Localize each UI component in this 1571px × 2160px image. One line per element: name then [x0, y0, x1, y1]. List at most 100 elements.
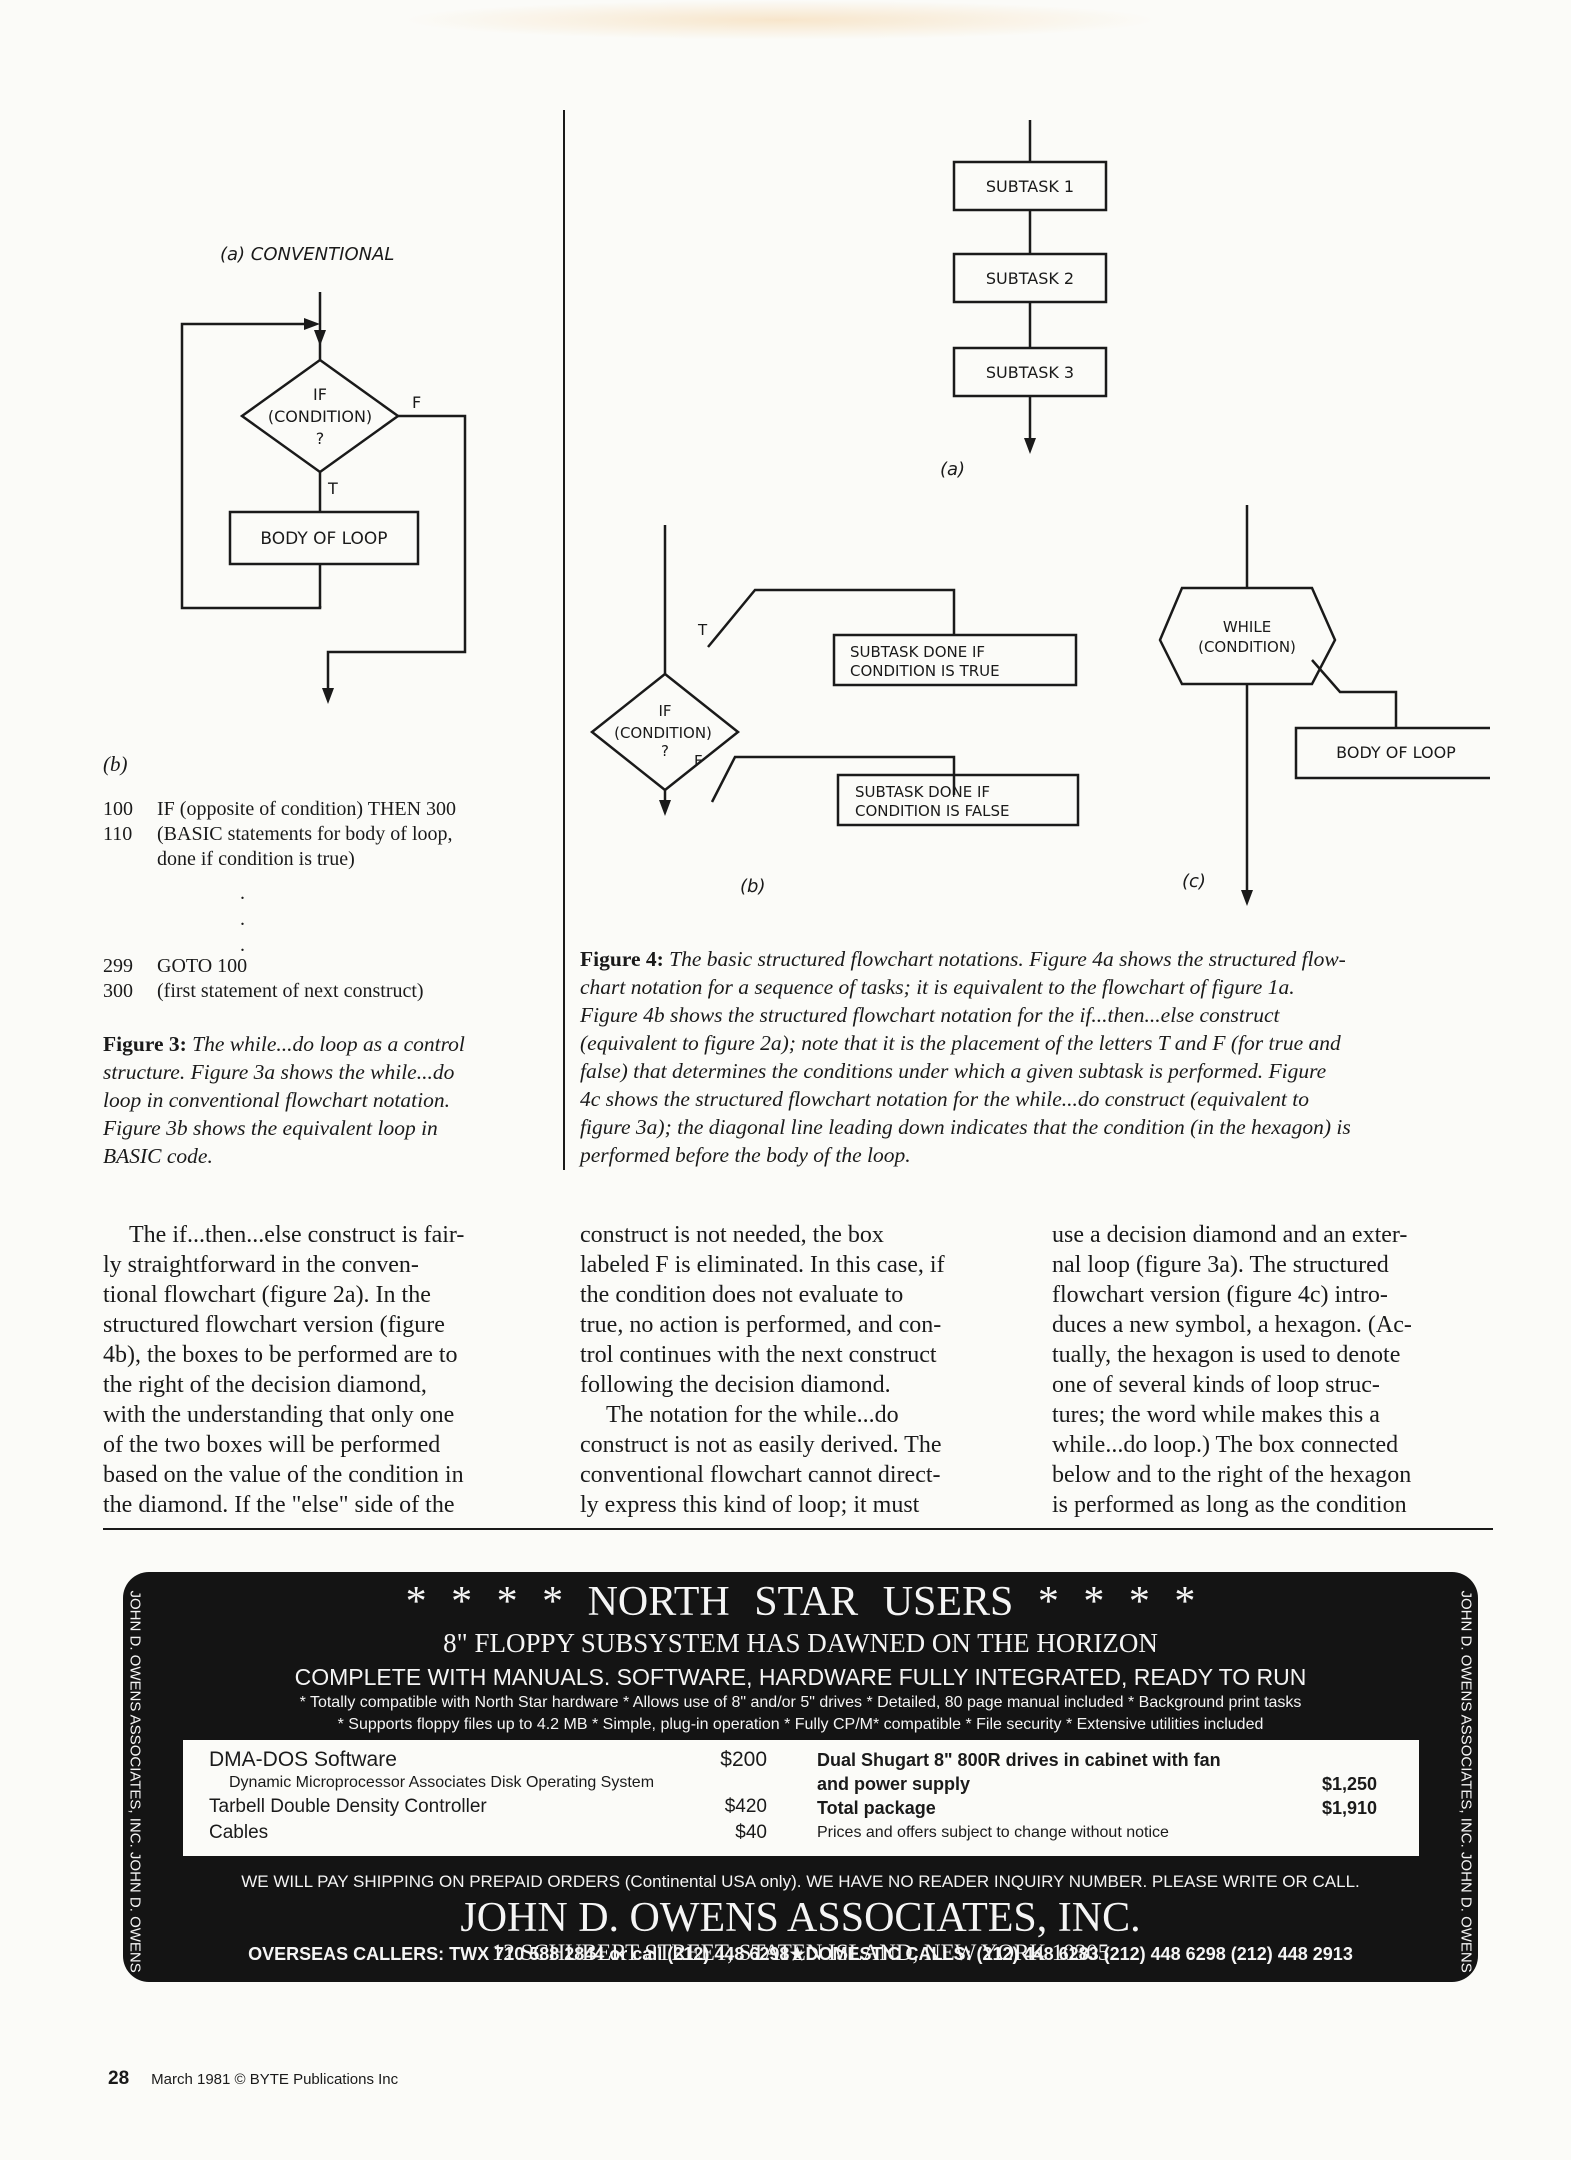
- fig4-if: IF: [658, 702, 671, 720]
- fig4-while-hexagon: [1158, 586, 1337, 686]
- price-row: DMA-DOS Software $200: [209, 1748, 767, 1772]
- caption-line: chart notation for a sequence of tasks; …: [580, 975, 1295, 999]
- caption-line: 4c shows the structured flowchart notati…: [580, 1087, 1309, 1111]
- fig4-c-label: (c): [1182, 871, 1206, 892]
- body-line: structured flowchart version (figure: [103, 1312, 445, 1338]
- body-line: based on the value of the condition in: [103, 1462, 464, 1488]
- body-line: flowchart version (figure 4c) intro-: [1052, 1282, 1388, 1308]
- fig3-body-box: [228, 510, 420, 566]
- body-line: The notation for the while...do: [606, 1402, 899, 1428]
- fig3-caption: Figure 3: The while...do loop as a contr…: [103, 1030, 553, 1170]
- body-line: is performed as long as the condition: [1052, 1492, 1407, 1518]
- fig4-done-true-1: SUBTASK DONE IF: [850, 643, 985, 661]
- body-column-3: use a decision diamond and an exter- nal…: [1052, 1220, 1492, 1520]
- price-value: $1,910: [1321, 1798, 1377, 1818]
- fig4-condition: (CONDITION): [614, 724, 712, 742]
- ad-address: 12 SCHUBERT STREET, STATEN ISLAND, NEW Y…: [491, 1940, 1110, 1965]
- price-row: Tarbell Double Density Controller $420: [209, 1796, 767, 1818]
- ad-phones-line: OVERSEAS CALLERS: TWX 710 588 2844 or ca…: [123, 1944, 1478, 1965]
- caption-line: figure 3a); the diagonal line leading do…: [580, 1115, 1351, 1139]
- price-item: Total package: [817, 1798, 936, 1818]
- caption-line: (equivalent to figure 2a); note that it …: [580, 1031, 1341, 1055]
- price-row: Prices and offers subject to change with…: [817, 1824, 1169, 1842]
- fig4-caption: Figure 4: The basic structured flowchart…: [580, 945, 1490, 1169]
- price-value: $1,250: [1321, 1774, 1377, 1794]
- body-line: ly express this kind of loop; it must: [580, 1492, 920, 1518]
- body-line: while...do loop.) The box connected: [1052, 1432, 1399, 1458]
- fig4-caption-lead: Figure 4:: [580, 947, 664, 971]
- body-column-2: construct is not needed, the box labeled…: [580, 1220, 1020, 1520]
- body-line: The if...then...else construct is fair-: [129, 1222, 465, 1248]
- body-line: tional flowchart (figure 2a). In the: [103, 1282, 431, 1308]
- price-value: $40: [735, 1822, 767, 1843]
- body-line: following the decision diamond.: [580, 1372, 891, 1398]
- caption-line: The while...do loop as a control: [192, 1032, 465, 1056]
- body-line: ly straightforward in the conven-: [103, 1252, 419, 1278]
- fig4-a-label: (a): [940, 459, 965, 480]
- price-item: DMA-DOS Software: [209, 1748, 397, 1771]
- body-line: 4b), the boxes to be performed are to: [103, 1342, 458, 1368]
- fig4-subtask3: SUBTASK 3: [986, 363, 1074, 382]
- fig4-subtask1: SUBTASK 1: [986, 177, 1074, 196]
- price-item: Prices and offers subject to change with…: [817, 1824, 1169, 1841]
- price-item: Dynamic Microprocessor Associates Disk O…: [229, 1774, 655, 1791]
- fig4-f: F: [694, 752, 703, 770]
- body-line: duces a new symbol, a hexagon. (Ac-: [1052, 1312, 1412, 1338]
- price-item: Tarbell Double Density Controller: [209, 1796, 487, 1817]
- code-text: done if condition is true): [157, 848, 355, 870]
- body-line: true, no action is performed, and con-: [580, 1312, 942, 1338]
- caption-line: Figure 4b shows the structured flowchart…: [580, 1003, 1280, 1027]
- price-row: Total package $1,910: [817, 1798, 1377, 1819]
- body-line: of the two boxes will be performed: [103, 1432, 441, 1458]
- fig4-q: ?: [661, 742, 669, 760]
- body-line: the diamond. If the "else" side of the: [103, 1492, 455, 1518]
- figure-4-flowcharts: SUBTASK 1 SUBTASK 2 SUBTASK 3 (a) IF (CO…: [589, 120, 1490, 906]
- body-line: construct is not as easily derived. The: [580, 1432, 942, 1458]
- body-line: with the understanding that only one: [103, 1402, 455, 1428]
- fig3-t: T: [327, 479, 338, 498]
- fig4-while: WHILE: [1223, 618, 1271, 636]
- caption-line: structure. Figure 3a shows the while...d…: [103, 1060, 455, 1084]
- caption-line: loop in conventional flowchart notation.: [103, 1088, 450, 1112]
- fig4-done-false-1: SUBTASK DONE IF: [855, 783, 990, 801]
- caption-line: Figure 3b shows the equivalent loop in: [103, 1116, 438, 1140]
- paper-stain: [400, 0, 1160, 40]
- fig3-caption-lead: Figure 3:: [103, 1032, 187, 1056]
- body-ad-rule: [103, 1528, 1493, 1530]
- ad-features-1: * Totally compatible with North Star har…: [299, 1694, 1302, 1711]
- fig4-done-true-2: CONDITION IS TRUE: [850, 662, 1000, 680]
- fig3-a-label: (a) CONVENTIONAL: [220, 244, 394, 265]
- code-ellipsis: . . .: [240, 882, 245, 956]
- code-text: (first statement of next construct): [157, 980, 424, 1002]
- ad-price-box: DMA-DOS Software $200 Dynamic Microproce…: [183, 1740, 1419, 1856]
- price-item: Dual Shugart 8" 800R drives in cabinet w…: [817, 1750, 1221, 1770]
- fig4-done-false-box: [836, 773, 1080, 827]
- body-line: one of several kinds of loop struc-: [1052, 1372, 1380, 1398]
- body-column-1: The if...then...else construct is fair- …: [103, 1220, 543, 1520]
- ad-headline: * * * * NORTH STAR USERS * * * *: [405, 1579, 1196, 1625]
- caption-line: false) that determines the conditions un…: [580, 1059, 1327, 1083]
- body-line: labeled F is eliminated. In this case, i…: [580, 1252, 945, 1278]
- fig4-while-cond: (CONDITION): [1198, 638, 1296, 656]
- fig3-q: ?: [316, 429, 325, 448]
- price-value: $420: [724, 1796, 767, 1817]
- body-line: the condition does not evaluate to: [580, 1282, 904, 1308]
- fig3-b-label: (b): [103, 752, 128, 776]
- advertisement: JOHN D. OWENS ASSOCIATES, INC. JOHN D. O…: [123, 1572, 1478, 1982]
- fig4-body-label: BODY OF LOOP: [1336, 743, 1456, 762]
- price-row: Cables $40: [209, 1822, 767, 1844]
- price-row: and power supply $1,250: [817, 1774, 1377, 1795]
- price-item: and power supply: [817, 1774, 971, 1794]
- fig3-condition: (CONDITION): [268, 407, 372, 426]
- code-text: (BASIC statements for body of loop,: [157, 823, 453, 845]
- body-line: the right of the decision diamond,: [103, 1372, 427, 1398]
- caption-line: BASIC code.: [103, 1144, 213, 1168]
- fig3-if: IF: [313, 385, 327, 404]
- body-line: conventional flowchart cannot direct-: [580, 1462, 941, 1488]
- figure-3a-flowchart: (a) CONVENTIONAL IF (CONDITION) ? F T BO…: [180, 244, 467, 704]
- caption-line: The basic structured flowchart notations…: [669, 947, 1346, 971]
- page-footer: 28 March 1981 © BYTE Publications Inc: [108, 2068, 398, 2090]
- code-text: GOTO 100: [157, 955, 248, 977]
- price-value: $200: [720, 1748, 767, 1771]
